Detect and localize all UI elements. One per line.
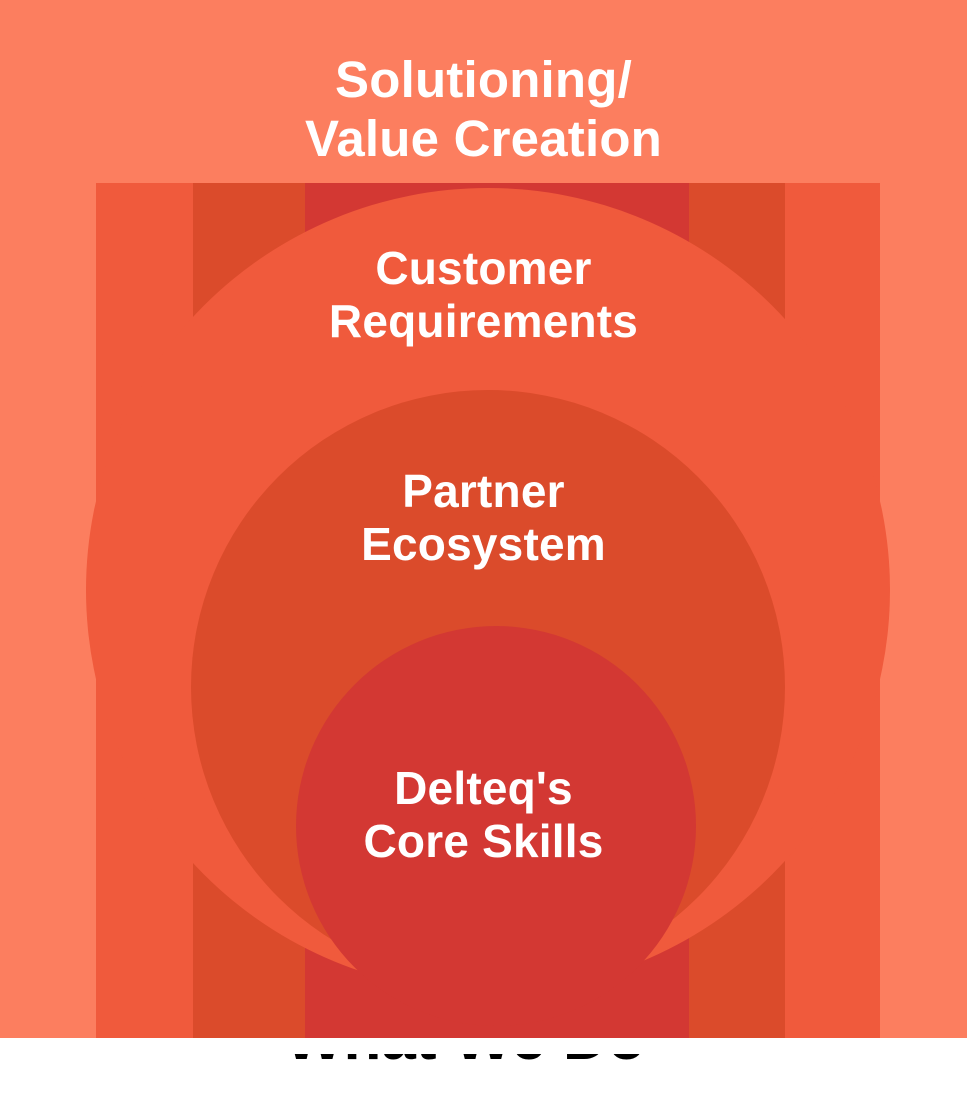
caption-clip: What We Do — [285, 1054, 727, 1104]
circle-core-skills — [296, 626, 696, 1026]
label-customer-requirements: Customer Requirements — [328, 242, 639, 348]
label-partner-ecosystem: Partner Ecosystem — [361, 465, 606, 571]
label-solutioning-value-creation: Solutioning/ Value Creation — [304, 51, 663, 168]
label-delteqs-core-skills: Delteq's Core Skills — [363, 762, 604, 868]
caption-strip: What We Do — [0, 1038, 967, 1104]
caption-what-we-do: What We Do — [285, 1054, 646, 1070]
